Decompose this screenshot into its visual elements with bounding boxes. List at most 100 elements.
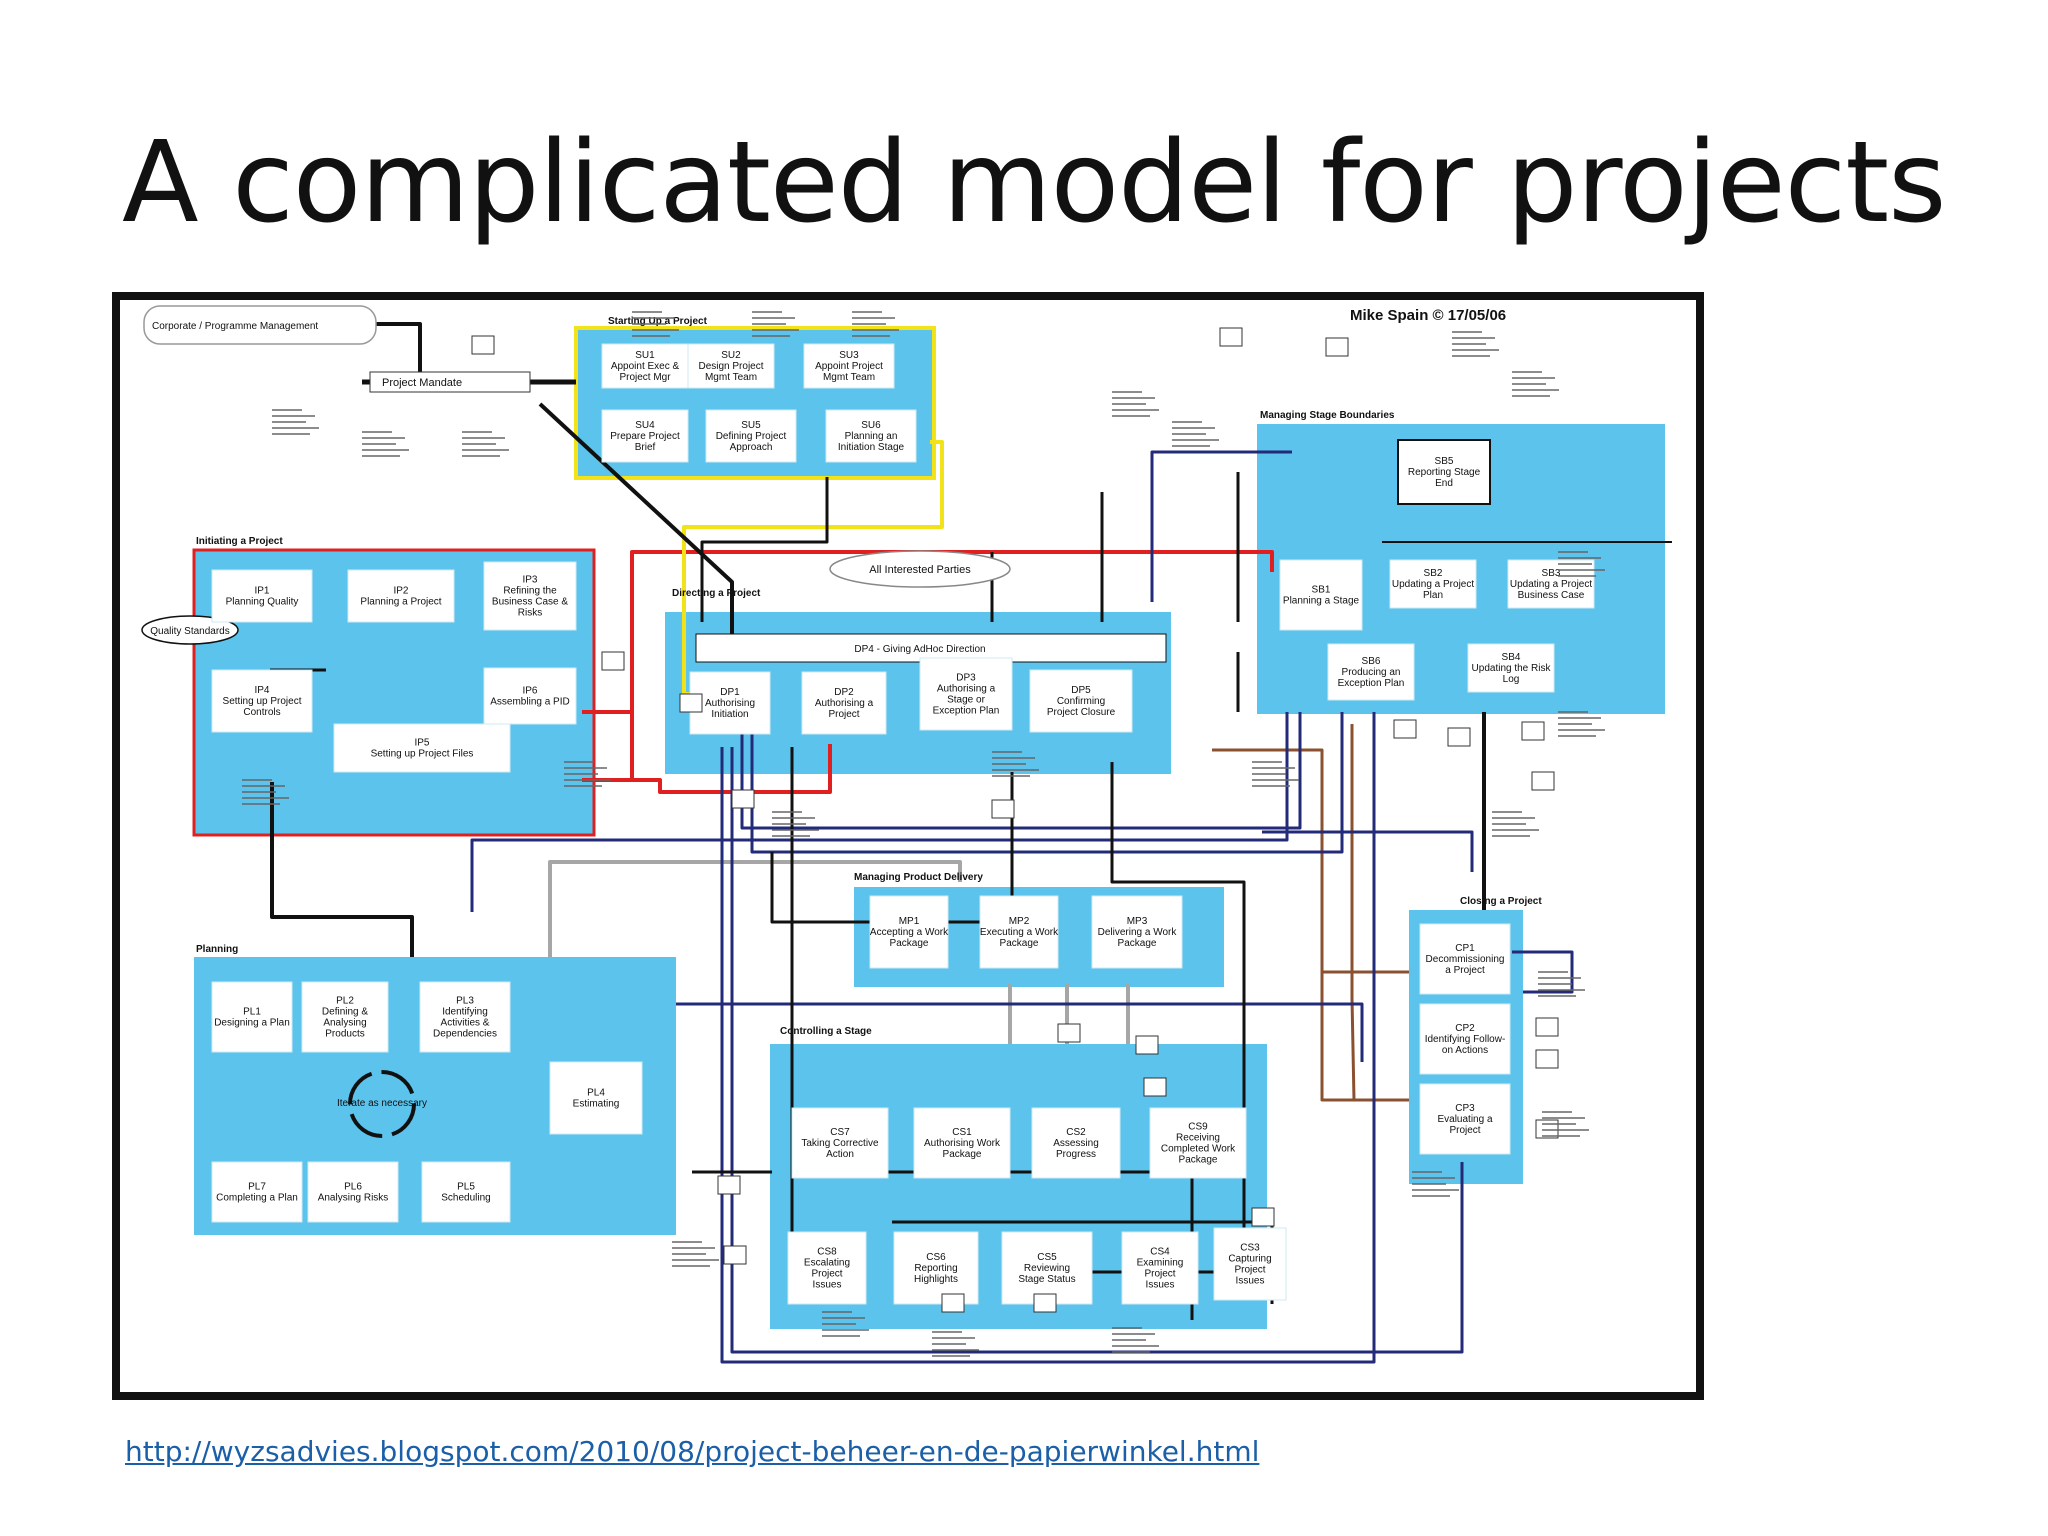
document-icon bbox=[1033, 1293, 1057, 1313]
process-label-su3-0: SU3 bbox=[839, 350, 859, 361]
process-label-cs3-1: Capturing bbox=[1228, 1254, 1271, 1265]
process-label-cp1-0: CP1 bbox=[1455, 943, 1475, 954]
process-label-pl1-1: Designing a Plan bbox=[214, 1018, 290, 1029]
process-label-dp3-2: Stage or bbox=[947, 695, 985, 706]
process-label-dp1-1: Authorising bbox=[705, 698, 755, 709]
process-label-dp1-0: DP1 bbox=[720, 687, 740, 698]
process-label-cs9-0: CS9 bbox=[1188, 1122, 1208, 1133]
process-label-ip4-1: Setting up Project bbox=[223, 696, 302, 707]
process-label-cp1-1: Decommissioning bbox=[1426, 954, 1505, 965]
process-label-sb5-0: SB5 bbox=[1435, 456, 1454, 467]
process-label-mp1-0: MP1 bbox=[899, 916, 920, 927]
document-icon bbox=[991, 799, 1015, 819]
process-label-su2-1: Design Project bbox=[698, 361, 763, 372]
process-label-pl4-1: Estimating bbox=[573, 1099, 620, 1110]
document-icon bbox=[731, 789, 755, 809]
dp4-label: DP4 - Giving AdHoc Direction bbox=[854, 644, 985, 655]
annotation-scribbles bbox=[242, 311, 1605, 1357]
process-label-cs8-1: Escalating bbox=[804, 1258, 850, 1269]
process-label-cs8-0: CS8 bbox=[817, 1247, 837, 1258]
decor-shapes bbox=[141, 305, 1167, 663]
document-icon bbox=[1057, 1023, 1081, 1043]
process-label-cp2-1: Identifying Follow- bbox=[1425, 1034, 1506, 1045]
process-label-cp2-0: CP2 bbox=[1455, 1023, 1475, 1034]
process-label-dp5-2: Project Closure bbox=[1047, 707, 1116, 718]
iterate-cycle bbox=[348, 1070, 416, 1138]
process-label-ip4-2: Controls bbox=[243, 707, 280, 718]
process-label-su4-0: SU4 bbox=[635, 420, 655, 431]
process-label-su4-2: Brief bbox=[635, 442, 656, 453]
document-icon bbox=[1219, 327, 1243, 347]
process-label-mp1-2: Package bbox=[890, 938, 929, 949]
process-label-pl2-3: Products bbox=[325, 1029, 364, 1040]
process-label-cs6-1: Reporting bbox=[914, 1263, 957, 1274]
flow-navy-8 bbox=[1150, 450, 1292, 602]
document-icon bbox=[1535, 1049, 1559, 1069]
process-label-dp5-0: DP5 bbox=[1071, 685, 1091, 696]
iterate-label: Iterate as necessary bbox=[337, 1098, 427, 1109]
process-label-pl3-2: Activities & bbox=[441, 1018, 490, 1029]
process-label-su3-1: Appoint Project bbox=[815, 361, 883, 372]
flow-navy-3 bbox=[740, 712, 1302, 830]
process-label-su5-2: Approach bbox=[730, 442, 773, 453]
process-label-pl4-0: PL4 bbox=[587, 1088, 605, 1099]
process-label-su6-1: Planning an bbox=[845, 431, 898, 442]
process-label-cs9-1: Receiving bbox=[1176, 1133, 1220, 1144]
process-label-pl5-0: PL5 bbox=[457, 1182, 475, 1193]
document-icon bbox=[471, 335, 495, 355]
document-icon bbox=[1535, 1017, 1559, 1037]
process-label-cs4-3: Issues bbox=[1146, 1280, 1175, 1291]
source-link[interactable]: http://wyzsadvies.blogspot.com/2010/08/p… bbox=[125, 1435, 1260, 1468]
process-label-dp3-0: DP3 bbox=[956, 673, 976, 684]
process-label-pl3-1: Identifying bbox=[442, 1007, 488, 1018]
process-label-su1-2: Project Mgr bbox=[619, 372, 671, 383]
document-icon bbox=[941, 1293, 965, 1313]
process-label-sb4-0: SB4 bbox=[1502, 652, 1521, 663]
process-label-sb4-2: Log bbox=[1503, 674, 1520, 685]
process-label-pl6-1: Analysing Risks bbox=[318, 1193, 389, 1204]
process-label-cs1-2: Package bbox=[943, 1149, 982, 1160]
process-label-dp2-1: Authorising a bbox=[815, 698, 874, 709]
process-label-cs9-2: Completed Work bbox=[1161, 1144, 1236, 1155]
process-label-pl2-2: Analysing bbox=[323, 1018, 366, 1029]
process-label-cp2-2: on Actions bbox=[1442, 1045, 1488, 1056]
group-label-sb: Managing Stage Boundaries bbox=[1260, 410, 1395, 421]
flow-navy-9 bbox=[1512, 950, 1574, 994]
process-label-dp2-2: Project bbox=[828, 709, 859, 720]
mandate-label: Project Mandate bbox=[382, 377, 462, 389]
process-label-mp3-2: Package bbox=[1118, 938, 1157, 949]
document-icon bbox=[1325, 337, 1349, 357]
quality-standards-label: Quality Standards bbox=[150, 626, 230, 637]
flow-navy-7 bbox=[1262, 830, 1474, 872]
process-label-cs3-0: CS3 bbox=[1240, 1243, 1260, 1254]
process-label-cs3-2: Project bbox=[1234, 1265, 1265, 1276]
process-label-sb6-0: SB6 bbox=[1362, 656, 1381, 667]
process-label-ip4-0: IP4 bbox=[254, 685, 269, 696]
process-label-cp3-0: CP3 bbox=[1455, 1103, 1475, 1114]
process-label-mp3-0: MP3 bbox=[1127, 916, 1148, 927]
process-label-sb1-0: SB1 bbox=[1312, 585, 1331, 596]
process-label-pl2-0: PL2 bbox=[336, 996, 354, 1007]
